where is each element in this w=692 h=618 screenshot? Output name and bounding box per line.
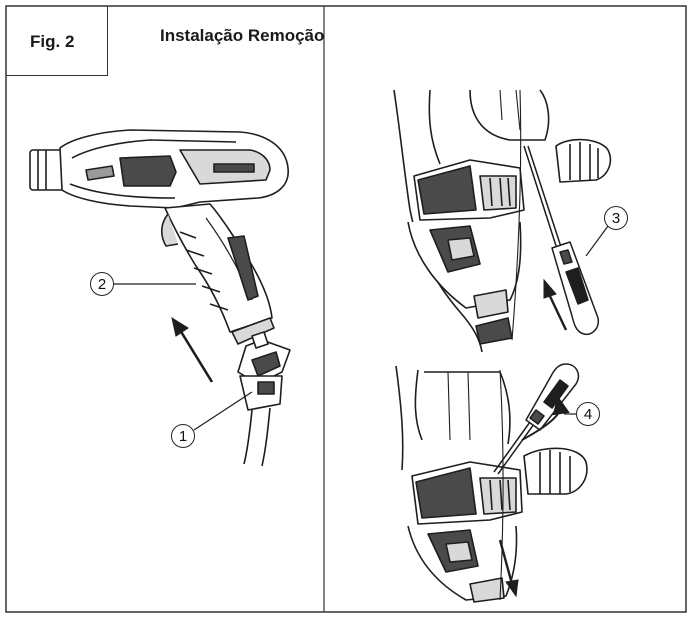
leader-3	[585, 225, 609, 257]
nozzle	[29, 149, 65, 191]
callout-2: 2	[90, 272, 114, 296]
figure-title: Instalação Remoção	[160, 26, 325, 45]
figure-label-box	[6, 6, 108, 76]
detail-top-illustration	[393, 89, 612, 353]
callout-4: 4	[576, 402, 600, 426]
rotate-arrow	[521, 395, 570, 441]
insert-arrow	[171, 316, 214, 383]
cord-strain-relief	[237, 331, 291, 467]
gun-handle	[164, 203, 273, 333]
leader-1	[193, 391, 253, 431]
callout-3: 3	[604, 206, 628, 230]
arrow-down	[498, 539, 519, 598]
callout-1: 1	[171, 424, 195, 448]
screwdriver-bottom	[493, 363, 580, 475]
detail-bottom-illustration	[395, 365, 588, 603]
heat-gun-illustration	[29, 129, 289, 345]
screwdriver-top	[523, 145, 600, 336]
figure-label: Fig. 2	[30, 32, 75, 51]
outer-border	[5, 5, 687, 613]
arrow-up	[543, 278, 568, 331]
